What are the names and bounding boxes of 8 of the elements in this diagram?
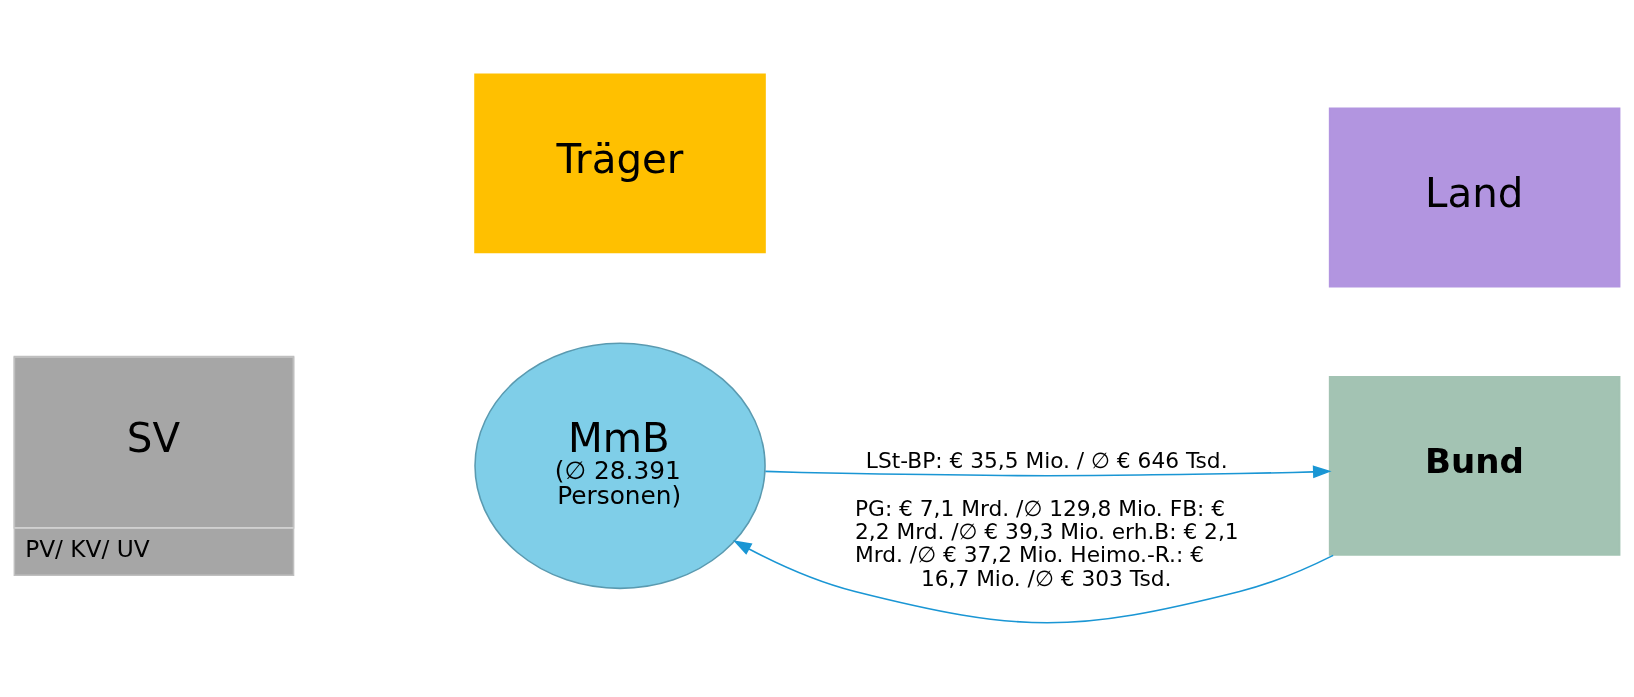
edge-label: PG: € 7,1 Mrd. /∅ 129,8 Mio. FB: € 2,2 Mrd. /∅ € 39,3 Mio. erh.B: € 2,1 Mrd. /∅ € 37,2 Mio. Heimo.-R.: € 16,7 Mio. /∅ € 303 Tsd.	[855, 495, 1239, 591]
arrow	[764, 465, 1332, 479]
node-box: Träger	[474, 73, 766, 254]
node-ellipse: MmB (∅ 28.391 Personen)	[474, 342, 766, 590]
edge-label: LSt-BP: € 35,5 Mio. / ∅ € 646 Tsd.	[865, 447, 1228, 473]
arrow	[733, 540, 1334, 624]
node-box: Bund	[1328, 375, 1621, 556]
node-box: Land	[1328, 107, 1621, 288]
